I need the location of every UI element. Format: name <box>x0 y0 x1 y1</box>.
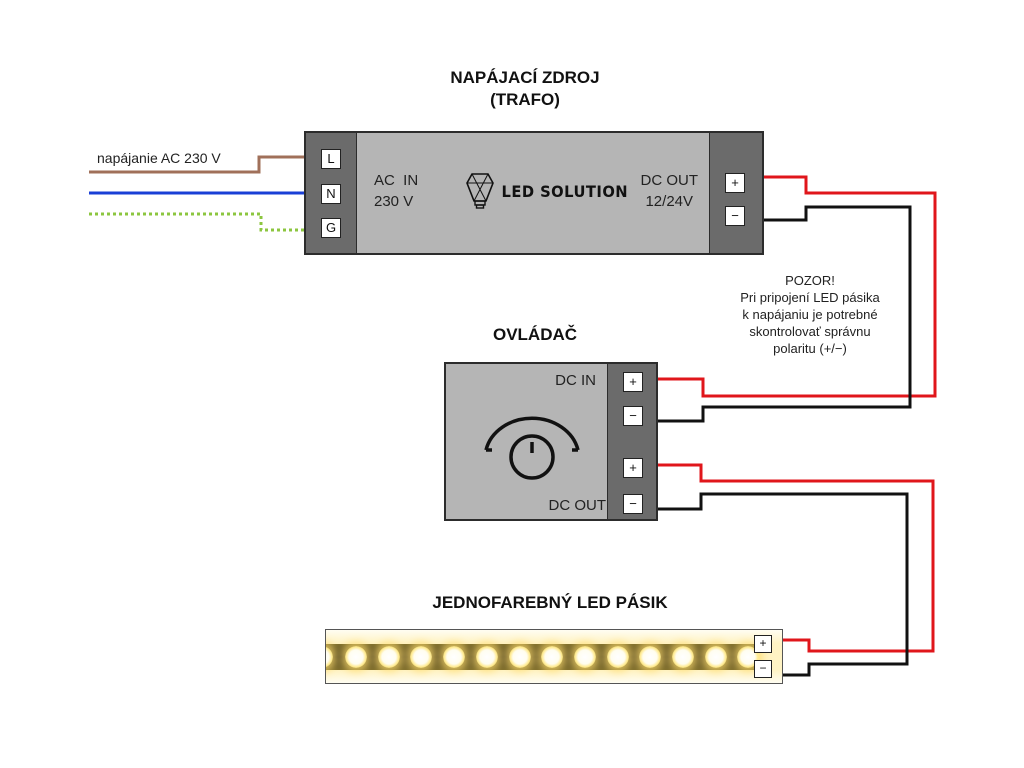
warning-line: polaritu (+/−) <box>773 341 847 356</box>
led-dot <box>475 646 498 668</box>
psu-negative-wire <box>657 205 912 423</box>
strip-terminal-negative[interactable]: − <box>754 660 772 678</box>
psu-terminal-g[interactable]: G <box>321 218 341 238</box>
warning-line: skontrolovať správnu <box>749 324 871 339</box>
controller-in-negative[interactable]: − <box>623 406 643 426</box>
led-row <box>326 646 760 668</box>
led-dot <box>508 646 531 668</box>
controller-out-positive[interactable]: + <box>623 458 643 478</box>
controller-dc-out-label: DC OUT <box>548 497 607 514</box>
psu-positive-wire <box>657 175 937 398</box>
led-dot <box>704 646 727 668</box>
psu-terminal-l[interactable]: L <box>321 149 341 169</box>
led-dot <box>410 646 433 668</box>
psu-terminal-positive[interactable]: + <box>725 173 745 193</box>
led-dot <box>345 646 367 668</box>
led-dot <box>573 646 596 668</box>
led-dot <box>377 646 400 668</box>
led-dot <box>326 646 333 668</box>
controller-positive-wire <box>657 463 935 653</box>
dc-out-line2: 12/24V <box>645 193 694 210</box>
led-dot <box>737 646 760 668</box>
polarity-warning: POZOR! Pri pripojení LED pásika k napája… <box>720 272 900 357</box>
warning-line: Pri pripojení LED pásika <box>740 290 880 305</box>
psu-terminal-n[interactable]: N <box>321 184 341 204</box>
ground-wire <box>89 212 305 232</box>
strip-title: JEDNOFAREBNÝ LED PÁSIK <box>432 593 668 612</box>
brand-name: LED SOLUTION <box>501 181 629 201</box>
led-dot <box>639 646 662 668</box>
mains-label: napájanie AC 230 V <box>97 150 221 166</box>
led-dot <box>672 646 694 668</box>
live-wire <box>89 155 305 174</box>
controller-out-negative[interactable]: − <box>623 494 643 514</box>
led-dot <box>541 646 564 668</box>
dimmer-controller: DC IN DC OUT + − + − <box>444 362 658 521</box>
psu-terminal-negative[interactable]: − <box>725 206 745 226</box>
ac-in-label: AC IN 230 V <box>374 170 418 212</box>
ac-in-line1: AC IN <box>374 172 419 189</box>
led-strip: + − <box>325 629 783 684</box>
controller-negative-wire <box>657 492 909 677</box>
ac-in-line2: 230 V <box>374 193 414 210</box>
psu-title-line2: (TRAFO) <box>490 90 560 109</box>
controller-in-positive[interactable]: + <box>623 372 643 392</box>
brand-logo: LED SOLUTION <box>466 171 634 211</box>
dimmer-knob-icon[interactable] <box>478 406 588 486</box>
warning-line: POZOR! <box>785 273 835 288</box>
psu-title-line1: NAPÁJACÍ ZDROJ <box>450 68 600 87</box>
led-dot <box>443 646 466 668</box>
psu-output-block <box>709 133 762 253</box>
warning-line: k napájaniu je potrebné <box>742 307 878 322</box>
strip-terminal-positive[interactable]: + <box>754 635 772 653</box>
controller-title: OVLÁDAČ <box>492 325 578 344</box>
psu-title: NAPÁJACÍ ZDROJ (TRAFO) <box>400 67 650 111</box>
dc-out-line1: DC OUT <box>640 172 699 189</box>
power-supply: L N G + − AC IN 230 V LED SOLUTION DC OU… <box>304 131 764 255</box>
bulb-icon <box>466 173 494 209</box>
dc-out-label: DC OUT 12/24V <box>641 170 699 212</box>
controller-dc-in-label: DC IN <box>555 372 596 389</box>
led-dot <box>606 646 629 668</box>
